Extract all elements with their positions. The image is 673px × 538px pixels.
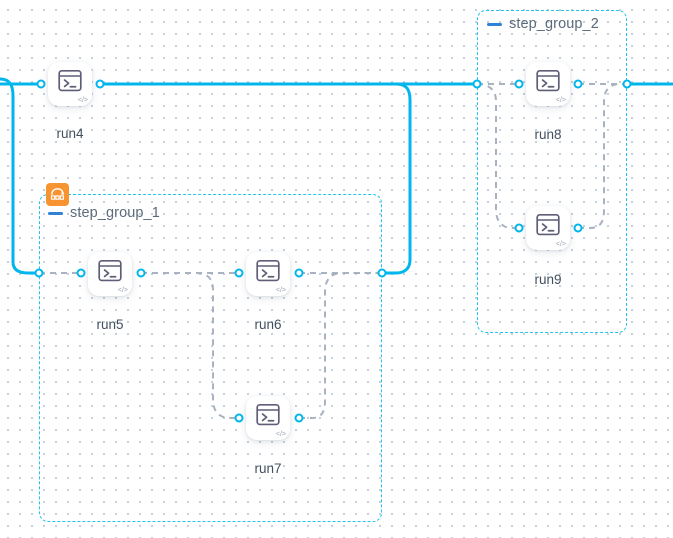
- terminal-icon: [57, 69, 83, 98]
- terminal-icon: [535, 213, 561, 242]
- node-run6[interactable]: </>: [246, 252, 290, 296]
- terminal-icon: [255, 403, 281, 432]
- code-badge-icon: </>: [275, 431, 286, 438]
- port-run9-in[interactable]: [514, 223, 524, 233]
- port-run4-in[interactable]: [36, 79, 46, 89]
- node-run7[interactable]: </>: [246, 396, 290, 440]
- code-badge-icon: </>: [77, 97, 88, 104]
- group-box-step-group-1[interactable]: [39, 194, 382, 522]
- node-label-run5: run5: [96, 317, 124, 332]
- group-header-step-group-1[interactable]: step_group_1: [48, 205, 160, 221]
- group-box-step-group-2[interactable]: [477, 10, 627, 333]
- port-run8-out[interactable]: [573, 79, 583, 89]
- port-step-group-1-left-anchor[interactable]: [34, 268, 44, 278]
- port-run6-out[interactable]: [294, 268, 304, 278]
- collapse-dash-icon[interactable]: [48, 211, 63, 215]
- port-run5-out[interactable]: [136, 268, 146, 278]
- edge-run4-to-group1-right: [380, 82, 412, 275]
- edge-canvas-in-to-group1: [0, 77, 41, 275]
- terminal-icon: [255, 259, 281, 288]
- port-run6-in[interactable]: [234, 268, 244, 278]
- group-header-step-group-2[interactable]: step_group_2: [487, 16, 599, 32]
- port-run7-in[interactable]: [234, 413, 244, 423]
- port-run9-out[interactable]: [573, 223, 583, 233]
- node-label-run9: run9: [534, 272, 562, 287]
- port-run7-out[interactable]: [294, 413, 304, 423]
- group-title-step-group-2: step_group_2: [509, 16, 599, 32]
- terminal-icon: [535, 69, 561, 98]
- node-label-run4: run4: [56, 126, 84, 141]
- port-run8-in[interactable]: [514, 79, 524, 89]
- port-step-group-1-right-anchor[interactable]: [377, 268, 387, 278]
- node-run8[interactable]: </>: [526, 62, 570, 106]
- node-run5[interactable]: </>: [88, 252, 132, 296]
- port-run4-out[interactable]: [95, 79, 105, 89]
- terminal-icon: [97, 259, 123, 288]
- port-run5-in[interactable]: [76, 268, 86, 278]
- code-badge-icon: </>: [275, 287, 286, 294]
- node-run4[interactable]: </>: [48, 62, 92, 106]
- step-group-badge-icon: [46, 183, 69, 206]
- group-title-step-group-1: step_group_1: [70, 205, 160, 221]
- code-badge-icon: </>: [117, 287, 128, 294]
- port-step-group-2-left-anchor[interactable]: [472, 79, 482, 89]
- collapse-dash-icon[interactable]: [487, 22, 502, 26]
- node-run9[interactable]: </>: [526, 206, 570, 250]
- code-badge-icon: </>: [555, 241, 566, 248]
- node-label-run6: run6: [254, 317, 282, 332]
- node-label-run8: run8: [534, 127, 562, 142]
- code-badge-icon: </>: [555, 97, 566, 104]
- node-label-run7: run7: [254, 461, 282, 476]
- port-step-group-2-right-anchor[interactable]: [622, 79, 632, 89]
